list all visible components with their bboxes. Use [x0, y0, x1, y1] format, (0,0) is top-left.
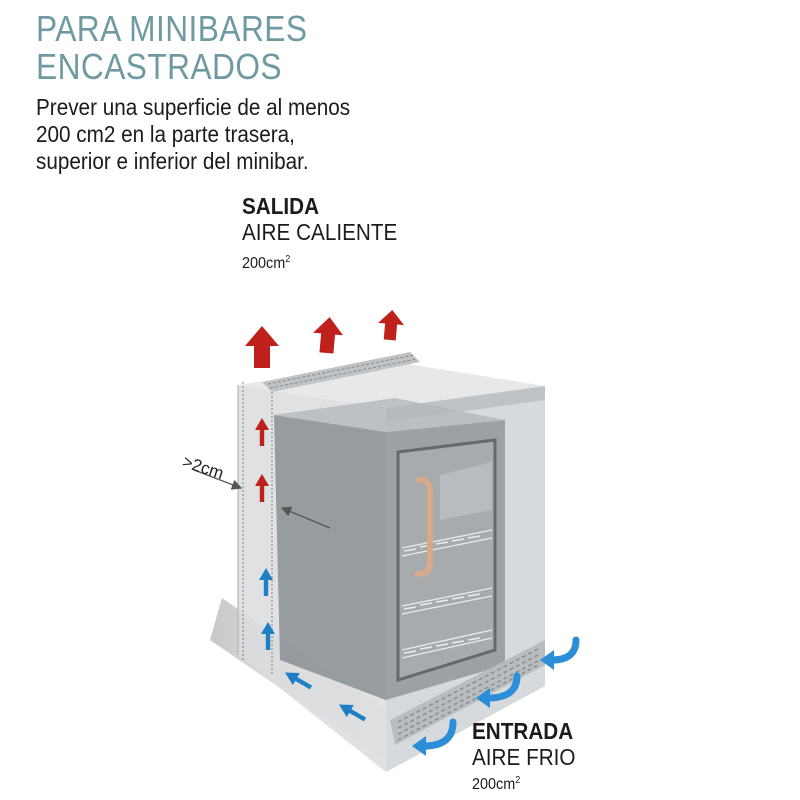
hot-air-arrow-icon	[245, 326, 279, 368]
inlet-title: ENTRADA	[472, 718, 574, 744]
cold-air-arrow-icon	[259, 568, 273, 596]
hot-air-arrows	[245, 310, 405, 502]
minibar-illustration	[274, 398, 505, 700]
inlet-subtitle: AIRE FRIO	[472, 744, 576, 770]
instruction-line-1: Prever una superficie de al menos	[36, 94, 351, 120]
hot-air-arrow-icon	[255, 474, 269, 502]
gap-dimension-arrows	[193, 469, 331, 529]
page-title: PARA MINIBARES ENCASTRADOS	[36, 10, 307, 86]
inlet-area: 200cm2	[472, 770, 576, 796]
bottom-vent-grille	[390, 640, 545, 745]
cold-air-arrow-icon	[540, 636, 580, 670]
cold-air-arrows	[259, 568, 580, 756]
hot-air-outlet-label: SALIDA AIRE CALIENTE 200cm2	[242, 193, 397, 275]
hot-air-arrow-icon	[255, 418, 269, 446]
hot-air-arrow-icon	[378, 310, 405, 341]
outlet-title: SALIDA	[242, 193, 320, 219]
cold-air-arrow-icon	[285, 672, 313, 690]
cold-air-arrow-icon	[261, 622, 275, 650]
cold-air-arrow-icon	[339, 704, 367, 722]
cold-air-arrow-icon	[476, 672, 521, 708]
top-vent-grille	[262, 352, 420, 392]
door-handle	[415, 476, 433, 577]
instruction-line-3: superior e inferior del minibar.	[36, 148, 309, 174]
title-line-2: ENCASTRADOS	[36, 46, 283, 87]
cold-air-arrow-icon	[412, 718, 457, 756]
outlet-subtitle: AIRE CALIENTE	[242, 219, 398, 245]
inlet-area-value: 200cm	[472, 776, 516, 793]
instruction-line-2: 200 cm2 en la parte trasera,	[36, 121, 295, 147]
instruction-text: Prever una superficie de al menos 200 cm…	[36, 94, 350, 175]
hot-air-arrow-icon	[313, 317, 344, 354]
outlet-area-value: 200cm	[242, 255, 286, 272]
title-line-1: PARA MINIBARES	[36, 8, 308, 49]
cold-air-inlet-label: ENTRADA AIRE FRIO 200cm2	[472, 718, 576, 796]
outlet-area-exponent: 2	[285, 254, 291, 265]
inlet-area-exponent: 2	[515, 775, 521, 786]
wire-shelves	[401, 529, 493, 659]
outlet-area: 200cm2	[242, 249, 397, 275]
